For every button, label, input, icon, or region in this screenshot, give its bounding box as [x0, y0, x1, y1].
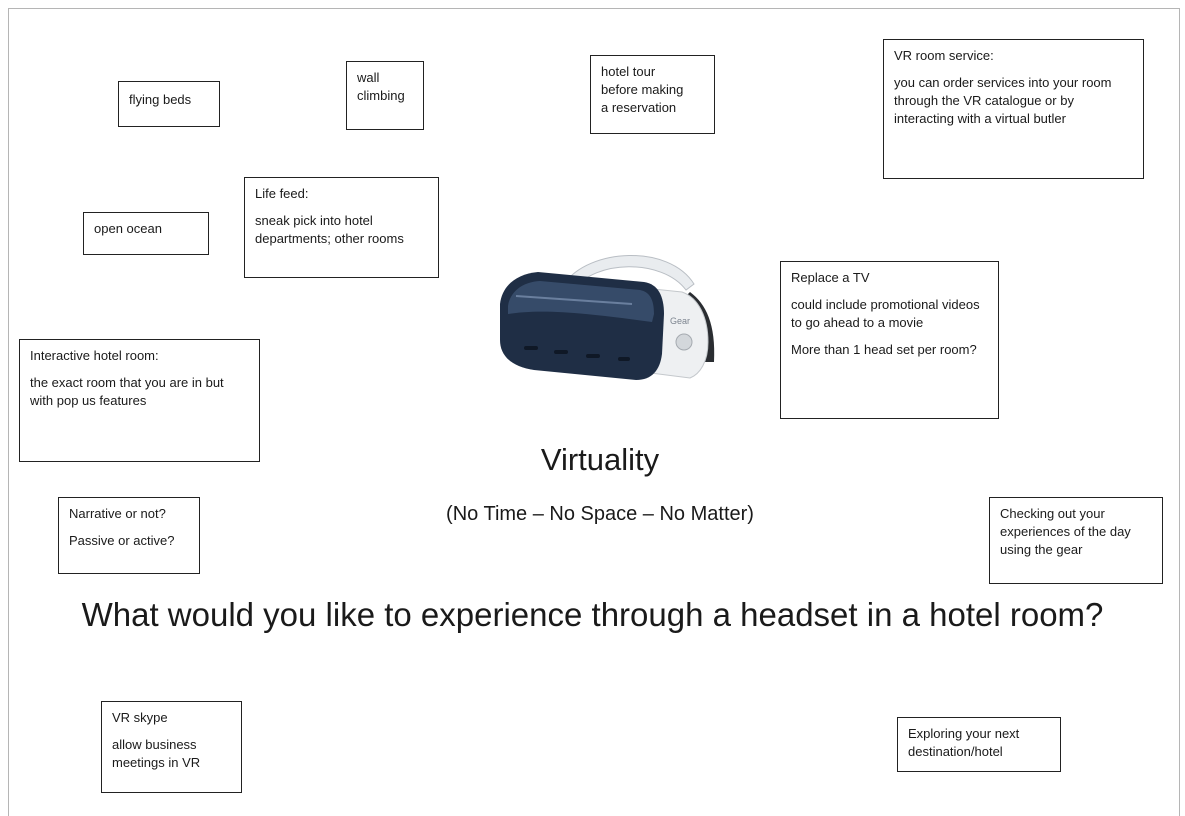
- headset-brand-label: Gear: [670, 316, 690, 326]
- note-wall-climbing: wall climbing: [346, 61, 424, 130]
- center-subtitle: (No Time – No Space – No Matter): [446, 503, 754, 525]
- note-text: sneak pick into hotel departments; other…: [255, 213, 404, 246]
- note-checking-out: Checking out your experiences of the day…: [989, 497, 1163, 584]
- note-text: allow business meetings in VR: [112, 737, 201, 770]
- note-text: Exploring your next destination/hotel: [908, 726, 1020, 759]
- note-hotel-tour: hotel tour before making a reservation: [590, 55, 715, 134]
- note-text: flying beds: [129, 92, 192, 107]
- note-heading: Interactive hotel room:: [30, 348, 159, 363]
- note-text: wall climbing: [357, 70, 405, 103]
- note-replace-tv: Replace a TV could include promotional v…: [780, 261, 999, 419]
- note-text: open ocean: [94, 221, 162, 236]
- note-text: could include promotional videos to go a…: [791, 297, 980, 330]
- note-text: Passive or active?: [69, 533, 175, 548]
- note-life-feed: Life feed: sneak pick into hotel departm…: [244, 177, 439, 278]
- center-title: Virtuality: [540, 442, 660, 477]
- note-text: Checking out your experiences of the day…: [1000, 506, 1131, 557]
- note-vr-skype: VR skype allow business meetings in VR: [101, 701, 242, 793]
- note-flying-beds: flying beds: [118, 81, 220, 127]
- note-vr-room-service: VR room service: you can order services …: [883, 39, 1144, 179]
- note-heading: Replace a TV: [791, 270, 870, 285]
- page-frame: [8, 8, 1180, 816]
- main-question: What would you like to experience throug…: [81, 596, 1104, 633]
- note-heading: Life feed:: [255, 186, 309, 201]
- note-text: hotel tour before making a reservation: [601, 64, 684, 115]
- note-text: the exact room that you are in but with …: [30, 375, 224, 408]
- note-exploring: Exploring your next destination/hotel: [897, 717, 1061, 772]
- note-interactive-room: Interactive hotel room: the exact room t…: [19, 339, 260, 462]
- note-open-ocean: open ocean: [83, 212, 209, 255]
- note-heading: VR room service:: [894, 48, 994, 63]
- note-heading: VR skype: [112, 710, 168, 725]
- vr-headset-image: Gear: [500, 255, 715, 380]
- note-text: More than 1 head set per room?: [791, 342, 977, 357]
- note-narrative: Narrative or not? Passive or active?: [58, 497, 200, 574]
- note-text: you can order services into your room th…: [894, 75, 1112, 126]
- note-text: Narrative or not?: [69, 506, 166, 521]
